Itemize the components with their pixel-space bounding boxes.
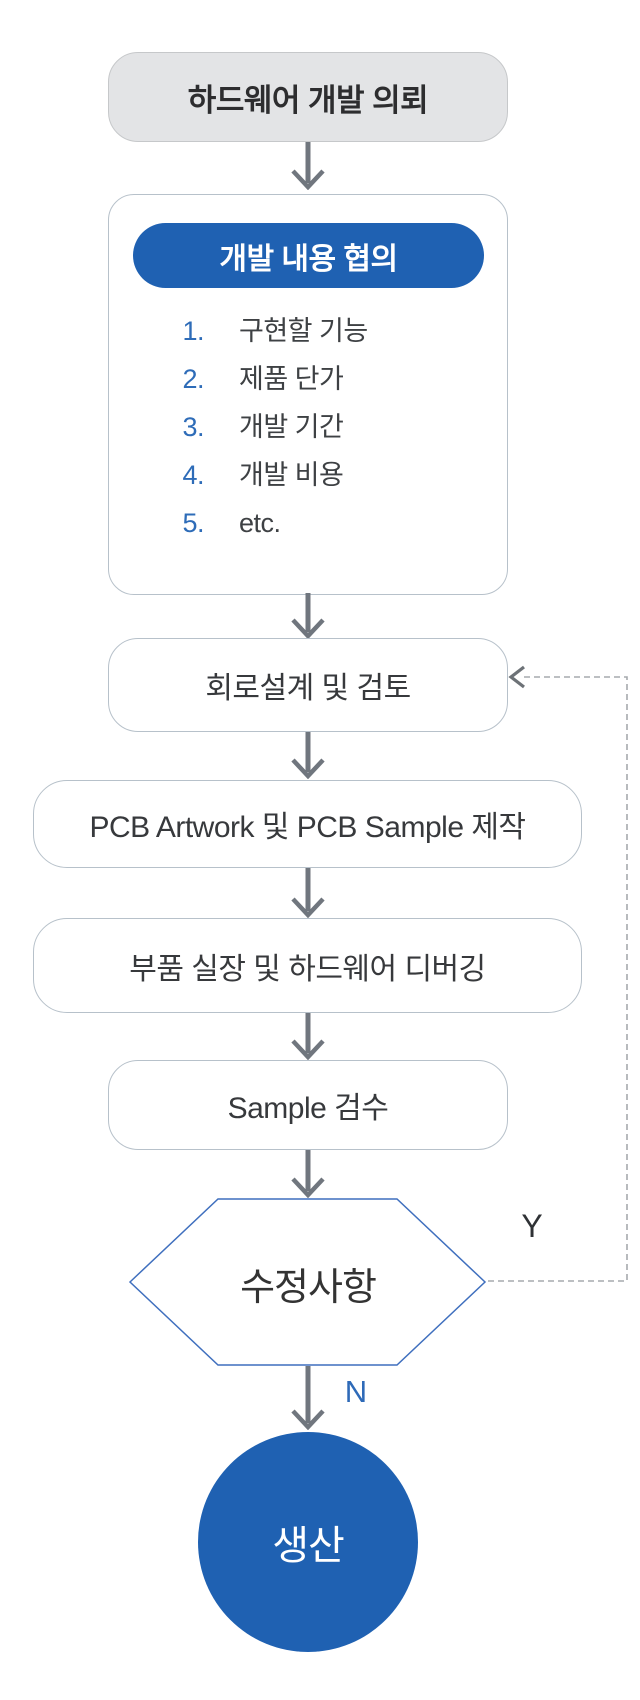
- arrow-down-icon: [291, 142, 325, 190]
- node-decision: 수정사항: [125, 1194, 491, 1372]
- arrow-down-icon: [291, 1366, 325, 1430]
- list-item-text: 구현할 기능: [239, 316, 368, 346]
- branch-yes-text: Y: [521, 1208, 543, 1244]
- node-start-label: 하드웨어 개발 의뢰: [187, 82, 429, 118]
- list-item: 4. 개발 비용: [109, 451, 507, 499]
- list-item: 2. 제품 단가: [109, 355, 507, 403]
- arrow-down-icon: [291, 1150, 325, 1198]
- list-item-number: 3.: [182, 412, 204, 442]
- list-item-number: 1.: [182, 316, 204, 346]
- arrow-down-icon: [291, 593, 325, 639]
- list-item-text: 개발 비용: [239, 460, 344, 490]
- node-sample-inspection: Sample 검수: [108, 1060, 508, 1150]
- list-item: 1. 구현할 기능: [109, 307, 507, 355]
- list-item-text: 개발 기간: [239, 412, 344, 442]
- node-assembly-debug-label: 부품 실장 및 하드웨어 디버깅: [129, 952, 486, 986]
- arrow-down-icon: [291, 732, 325, 779]
- node-pcb-artwork-label: PCB Artwork 및 PCB Sample 제작: [89, 811, 526, 844]
- list-item-text: 제품 단가: [239, 364, 344, 394]
- node-pcb-artwork: PCB Artwork 및 PCB Sample 제작: [33, 780, 582, 868]
- list-item: 3. 개발 기간: [109, 403, 507, 451]
- list-item-number: 2.: [182, 364, 204, 394]
- decision-hexagon-shape: [128, 1198, 487, 1366]
- list-item-number: 5.: [182, 508, 204, 538]
- node-sample-inspection-label: Sample 검수: [227, 1092, 389, 1125]
- branch-label-no: N: [336, 1374, 376, 1410]
- node-production-label: 생산: [272, 1524, 345, 1568]
- arrow-down-icon: [291, 1013, 325, 1060]
- list-item-number: 4.: [182, 460, 204, 490]
- arrow-down-icon: [291, 868, 325, 918]
- node-decision-label: 수정사항: [240, 1266, 377, 1309]
- node-assembly-debug: 부품 실장 및 하드웨어 디버깅: [33, 918, 582, 1013]
- node-discussion-title: 개발 내용 협의: [133, 223, 484, 288]
- node-discussion-group: 개발 내용 협의 1. 구현할 기능 2. 제품 단가 3. 개발 기간 4. …: [108, 194, 508, 595]
- node-circuit-design: 회로설계 및 검토: [108, 638, 508, 732]
- node-start-request: 하드웨어 개발 의뢰: [108, 52, 508, 142]
- node-production: 생산: [198, 1432, 418, 1652]
- node-circuit-design-label: 회로설계 및 검토: [205, 672, 411, 705]
- list-item: 5. etc.: [109, 499, 507, 547]
- branch-no-text: N: [344, 1374, 368, 1409]
- list-item-text: etc.: [239, 508, 281, 538]
- branch-label-yes: Y: [512, 1208, 552, 1245]
- node-discussion-title-label: 개발 내용 협의: [219, 242, 398, 276]
